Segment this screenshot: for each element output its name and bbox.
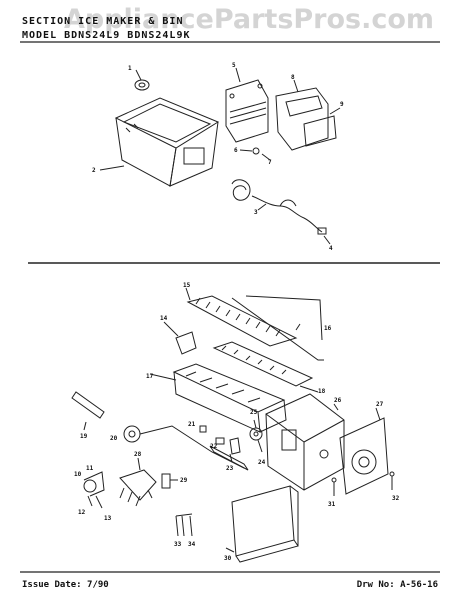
part-screw xyxy=(239,147,271,161)
part-valve xyxy=(119,457,157,507)
callout-9: 9 xyxy=(340,101,344,108)
callout-28: 28 xyxy=(134,451,142,458)
part-thermostat xyxy=(123,425,249,471)
part-gear xyxy=(249,419,263,453)
callout-19: 19 xyxy=(80,433,88,440)
part-switch xyxy=(83,471,105,509)
section-title: SECTION ICE MAKER & BIN xyxy=(22,16,184,27)
callout-4: 4 xyxy=(329,245,333,252)
callout-5: 5 xyxy=(232,62,236,69)
callout-labels: 1 2 3 4 5 6 7 8 9 10 11 12 13 14 15 16 1… xyxy=(74,62,400,562)
part-screws-lower xyxy=(331,471,395,496)
part-chute xyxy=(275,79,341,151)
model-line: MODEL BDNS24L9 BDNS24L9K xyxy=(22,30,191,41)
callout-1: 1 xyxy=(128,65,132,72)
watermark-text: AppliancePartsPros.com xyxy=(64,4,435,35)
part-motor-cover xyxy=(339,407,389,495)
callout-24: 24 xyxy=(258,459,266,466)
callout-11: 11 xyxy=(86,465,94,472)
issue-date: Issue Date: 7/90 xyxy=(22,580,109,590)
callout-12: 12 xyxy=(78,509,86,516)
part-shutoff-arm xyxy=(231,295,324,361)
callout-20: 20 xyxy=(110,435,118,442)
callout-7: 7 xyxy=(268,159,272,166)
callout-30: 30 xyxy=(224,555,232,562)
callout-26: 26 xyxy=(334,397,342,404)
callout-14: 14 xyxy=(160,315,168,322)
part-stripper xyxy=(212,341,319,393)
callout-10: 10 xyxy=(74,471,82,478)
part-ice-bin xyxy=(99,97,220,187)
callout-13: 13 xyxy=(104,515,112,522)
callout-25: 25 xyxy=(250,409,258,416)
callout-21: 21 xyxy=(188,421,196,428)
callout-15: 15 xyxy=(183,282,191,289)
callout-16: 16 xyxy=(324,325,332,332)
callout-33: 33 xyxy=(174,541,182,548)
callout-32: 32 xyxy=(392,495,400,502)
part-cover-box xyxy=(225,485,299,563)
part-clip xyxy=(163,321,197,355)
part-fitting xyxy=(161,473,178,489)
part-mold xyxy=(149,363,287,433)
callout-34: 34 xyxy=(188,541,196,548)
part-motor-housing xyxy=(265,393,345,491)
part-bracket xyxy=(225,67,269,143)
part-ejector xyxy=(185,287,298,347)
callout-2: 2 xyxy=(92,167,96,174)
callout-31: 31 xyxy=(328,501,336,508)
callout-8: 8 xyxy=(291,74,295,81)
part-small-clips xyxy=(199,425,241,463)
part-wire-harness xyxy=(231,179,331,245)
callout-27: 27 xyxy=(376,401,384,408)
callout-29: 29 xyxy=(180,477,188,484)
callout-18: 18 xyxy=(318,388,326,395)
part-screws-33-34 xyxy=(175,513,193,537)
callout-23: 23 xyxy=(226,465,234,472)
callout-6: 6 xyxy=(234,147,238,154)
callout-17: 17 xyxy=(146,373,154,380)
part-knob xyxy=(134,69,150,91)
drawing-number: Drw No: A-56-16 xyxy=(356,580,438,590)
callout-22: 22 xyxy=(210,443,218,450)
part-heater-rod xyxy=(71,391,105,431)
callout-3: 3 xyxy=(254,209,258,216)
